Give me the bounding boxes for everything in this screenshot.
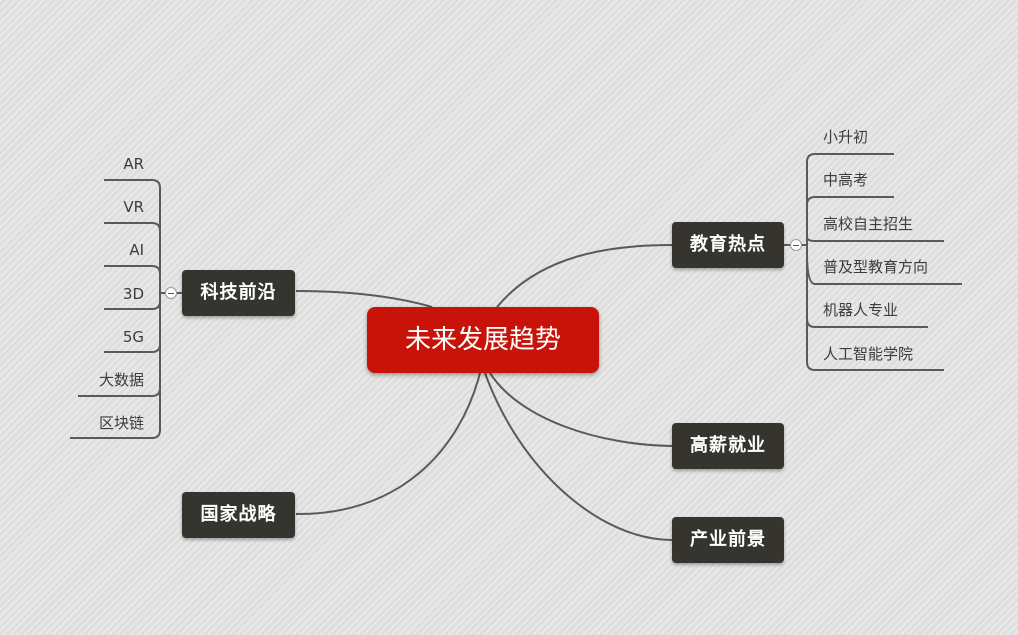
topic-national-strategy[interactable]: 国家战略 <box>182 492 295 538</box>
subtopic-ai[interactable]: AI <box>129 241 144 259</box>
subtopic-ar[interactable]: AR <box>123 155 144 173</box>
link-central-tech <box>295 290 433 308</box>
subtopic-vr[interactable]: VR <box>123 198 144 216</box>
subtopic-independent-admission[interactable]: 高校自主招生 <box>823 215 914 233</box>
collapse-tech-icon[interactable] <box>165 287 177 299</box>
subtopic-high-school-exams[interactable]: 中高考 <box>823 171 869 189</box>
subtopic-big-data[interactable]: 大数据 <box>98 371 144 389</box>
subtopic-primary-to-middle[interactable]: 小升初 <box>823 128 869 146</box>
topic-industry-prospect[interactable]: 产业前景 <box>672 517 784 563</box>
subtopic-3d[interactable]: 3D <box>122 285 144 303</box>
central-topic[interactable]: 未来发展趋势 <box>367 307 599 373</box>
subtopic-5g[interactable]: 5G <box>122 328 144 346</box>
subtopic-robotics-major[interactable]: 机器人专业 <box>823 301 899 319</box>
link-central-edu <box>496 244 673 308</box>
link-central-industry <box>484 372 673 541</box>
subtopic-general-education[interactable]: 普及型教育方向 <box>823 258 929 276</box>
collapse-edu-icon[interactable] <box>790 239 802 251</box>
topic-tech-frontier[interactable]: 科技前沿 <box>182 270 295 316</box>
topic-education-hotspot[interactable]: 教育热点 <box>672 222 784 268</box>
subtopic-ai-college[interactable]: 人工智能学院 <box>823 345 914 363</box>
link-central-strategy <box>295 372 481 516</box>
link-central-salary <box>489 372 673 447</box>
subtopic-blockchain[interactable]: 区块链 <box>98 414 144 432</box>
topic-high-salary-jobs[interactable]: 高薪就业 <box>672 423 784 469</box>
